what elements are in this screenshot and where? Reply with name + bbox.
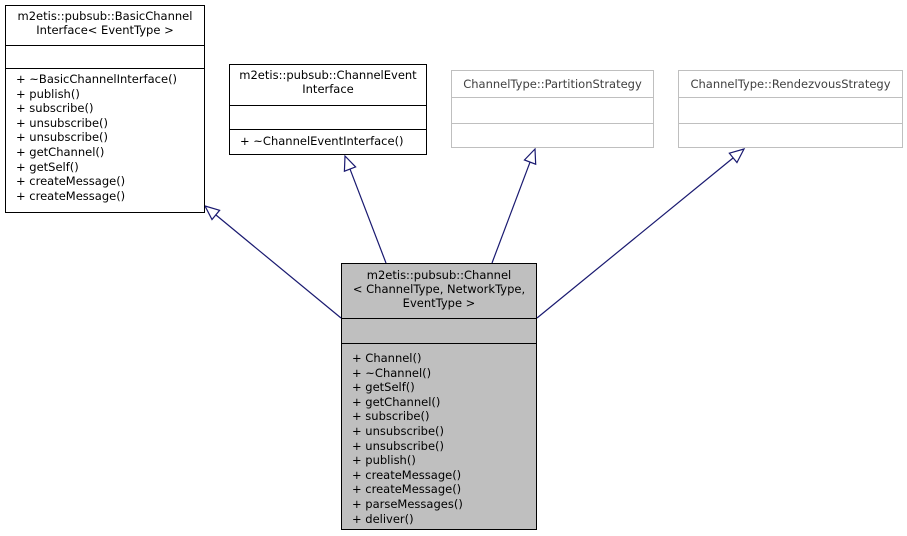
operation-item: + ~BasicChannelInterface() — [16, 72, 178, 86]
class-title: m2etis::pubsub::ChannelEvent Interface — [239, 68, 417, 96]
operation-item: + publish() — [352, 453, 416, 468]
operation-item: + getChannel() — [352, 394, 441, 409]
operation-item: + getSelf() — [16, 159, 79, 174]
operation-item: + getSelf() — [352, 380, 415, 395]
attributes-section — [230, 105, 426, 129]
class-basic-channel-interface[interactable]: m2etis::pubsub::BasicChannel Interface< … — [5, 5, 205, 213]
inheritance-line-partition_strategy — [491, 161, 531, 264]
attributes-section — [6, 45, 204, 68]
operations-section: + ~BasicChannelInterface()+ publish()+ s… — [6, 68, 204, 203]
operation-item: + Channel() — [352, 351, 422, 365]
class-title: ChannelType::PartitionStrategy — [463, 77, 642, 91]
operation-item: + subscribe() — [352, 409, 430, 424]
operation-item: + unsubscribe() — [16, 115, 109, 130]
attributes-section — [452, 97, 653, 123]
operation-item: + createMessage() — [352, 467, 462, 482]
class-channel[interactable]: m2etis::pubsub::Channel < ChannelType, N… — [341, 263, 537, 530]
inheritance-arrowhead-basic_channel_interface — [203, 205, 221, 221]
inheritance-arrowhead-channel_event_interface — [343, 154, 357, 173]
operation-item: + subscribe() — [16, 101, 94, 116]
inheritance-arrowhead-rendezvous_strategy — [728, 148, 746, 164]
operations-section — [679, 123, 902, 147]
operations-section — [452, 123, 653, 147]
operation-item: + createMessage() — [352, 482, 462, 497]
class-title: m2etis::pubsub::BasicChannel Interface< … — [17, 9, 193, 37]
inheritance-arrowhead-partition_strategy — [523, 147, 537, 166]
attributes-section — [679, 97, 902, 123]
operations-section: + Channel()+ ~Channel()+ getSelf()+ getC… — [342, 343, 536, 526]
class-rendezvous-strategy[interactable]: ChannelType::RendezvousStrategy — [678, 70, 903, 148]
class-title: m2etis::pubsub::Channel < ChannelType, N… — [352, 268, 526, 310]
operation-item: + ~Channel() — [352, 365, 432, 380]
operation-item: + unsubscribe() — [352, 423, 445, 438]
operation-item: + createMessage() — [16, 174, 126, 189]
inheritance-line-channel_event_interface — [349, 168, 387, 264]
operation-item: + unsubscribe() — [352, 438, 445, 453]
operation-item: + deliver() — [352, 511, 414, 526]
class-channel-event-interface[interactable]: m2etis::pubsub::ChannelEvent Interface +… — [229, 64, 427, 155]
class-title: ChannelType::RendezvousStrategy — [690, 77, 891, 91]
operation-item: + parseMessages() — [352, 496, 463, 511]
class-partition-strategy[interactable]: ChannelType::PartitionStrategy — [451, 70, 654, 148]
operation-item: + unsubscribe() — [16, 130, 109, 145]
inheritance-line-rendezvous_strategy — [536, 157, 734, 319]
attributes-section — [342, 318, 536, 343]
inheritance-line-basic_channel_interface — [215, 214, 342, 319]
operations-section: + ~ChannelEventInterface() — [230, 129, 426, 149]
operation-item: + publish() — [16, 86, 80, 101]
operation-item: + getChannel() — [16, 144, 105, 159]
operation-item: + createMessage() — [16, 188, 126, 203]
operation-item: + ~ChannelEventInterface() — [240, 134, 404, 148]
